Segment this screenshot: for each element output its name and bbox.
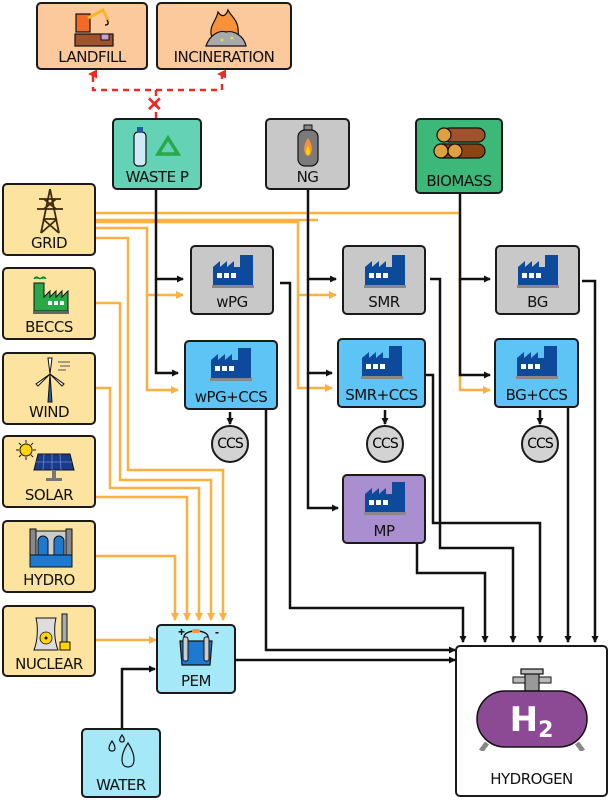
- power-pylon-icon: [37, 188, 63, 234]
- factory-icon: [517, 255, 559, 288]
- ccs-storage-bg: CCS: [521, 425, 559, 463]
- wpg-to-h2: [280, 281, 467, 643]
- grid-to-wpg-ccs: [96, 226, 179, 394]
- biomass-to-bg-ccs: [458, 279, 491, 379]
- energy-source-wind[interactable]: WIND: [2, 352, 96, 425]
- h2-letter: H: [509, 700, 539, 740]
- biomass-node[interactable]: BIOMASS: [415, 118, 503, 194]
- water-label: WATER: [96, 776, 146, 794]
- solar-to-pem: [96, 495, 191, 621]
- plant-bg[interactable]: BG: [495, 245, 580, 315]
- factory-icon: [210, 348, 252, 381]
- water-node[interactable]: WATER: [81, 728, 161, 798]
- wind-to-pem: [96, 386, 203, 621]
- water-to-pem: [120, 665, 156, 728]
- plant-bg-ccs[interactable]: BG+CCS: [494, 338, 579, 408]
- plant-wpg[interactable]: wPG: [190, 245, 274, 315]
- fire-waste-icon: [205, 8, 247, 47]
- water-drops-icon: [108, 733, 135, 768]
- natural-gas-node[interactable]: NG: [265, 118, 350, 190]
- electrolyzer-icon: [179, 629, 213, 666]
- smr-ccs-to-h2: [420, 373, 544, 643]
- avoided-disposal-flow: [88, 69, 226, 118]
- flow-to-landfill: [88, 69, 158, 118]
- landfill-label: LANDFILL: [58, 48, 126, 66]
- nuclear-plant-icon: [33, 613, 71, 651]
- energy-source-beccs[interactable]: BECCS: [2, 267, 96, 340]
- wastep-to-wpg-ccs: [154, 279, 179, 377]
- plant-smr-ccs[interactable]: SMR+CCS: [337, 338, 426, 408]
- factory-icon: [364, 255, 406, 288]
- energy-source-solar[interactable]: SOLAR: [2, 435, 96, 508]
- gas-cylinder-icon: [297, 124, 319, 167]
- waste-plastic-label: WASTE P: [125, 168, 189, 186]
- green-factory-icon: [33, 276, 69, 314]
- natural-gas-label: NG: [296, 168, 319, 186]
- wpg-ccs-to-h2: [264, 408, 456, 654]
- plant-label: PEM: [181, 672, 211, 690]
- wastep-to-wpg: [154, 188, 184, 283]
- pem-plus-terminal: +: [178, 625, 186, 639]
- hydro-dam-icon: [29, 528, 73, 568]
- energy-source-nuclear[interactable]: NUCLEAR: [2, 605, 96, 677]
- grid-to-smr-ccs: [96, 220, 333, 392]
- h2-subscript: 2: [538, 718, 554, 743]
- biomass-label: BIOMASS: [426, 172, 492, 190]
- plant-label: wPG+CCS: [194, 388, 268, 406]
- energy-source-label: BECCS: [25, 318, 73, 336]
- smr-to-h2: [430, 277, 517, 643]
- waste-plastic-node[interactable]: WASTE P: [112, 118, 202, 190]
- flow-to-incineration: [156, 69, 226, 92]
- ccs-storage-wpg: CCS: [211, 425, 249, 463]
- landfill-node[interactable]: LANDFILL: [36, 2, 148, 70]
- bg-to-h2: [582, 279, 599, 643]
- plant-label: SMR: [368, 293, 400, 311]
- plant-mp[interactable]: MP: [342, 474, 426, 544]
- energy-source-hydro[interactable]: HYDRO: [2, 520, 96, 593]
- plant-label: wPG: [216, 293, 248, 311]
- plant-label: SMR+CCS: [345, 386, 418, 404]
- hydrogen-tank-icon: [476, 668, 588, 751]
- plastic-bottle-recycle-icon: [133, 127, 182, 167]
- hydrogen-node[interactable]: H2 HYDROGEN: [455, 645, 608, 797]
- ccs-storage-smr: CCS: [366, 425, 404, 463]
- factory-icon: [361, 346, 403, 379]
- energy-source-label: GRID: [30, 234, 68, 252]
- energy-source-grid[interactable]: GRID: [2, 183, 96, 256]
- plant-pem[interactable]: + - PEM: [156, 624, 236, 694]
- factory-icon: [516, 346, 558, 379]
- plant-label: MP: [373, 522, 396, 540]
- incineration-label: INCINERATION: [173, 48, 275, 66]
- blocked-disposal-marker: ✕: [146, 94, 163, 116]
- ng-to-mp: [306, 373, 339, 512]
- wind-turbine-icon: [35, 357, 70, 403]
- factory-icon: [212, 255, 254, 288]
- hydrogen-symbol: H2: [457, 703, 606, 742]
- solar-panel-icon: [16, 440, 75, 481]
- hydro-to-pem: [96, 554, 179, 621]
- factory-icon: [364, 482, 406, 515]
- energy-source-label: HYDRO: [23, 571, 75, 589]
- energy-source-label: WIND: [28, 403, 70, 421]
- grid-to-pem: [96, 236, 227, 621]
- wood-logs-icon: [433, 127, 486, 159]
- beccs-to-pem: [96, 301, 215, 621]
- energy-source-label: NUCLEAR: [15, 655, 83, 673]
- material-flows: [120, 188, 599, 728]
- hydrogen-label: HYDROGEN: [490, 770, 573, 788]
- energy-source-label: SOLAR: [24, 486, 74, 504]
- pem-minus-terminal: -: [215, 625, 219, 639]
- plant-wpg-ccs[interactable]: wPG+CCS: [184, 340, 278, 410]
- ng-to-smr-ccs: [306, 279, 333, 377]
- biomass-to-bg: [458, 193, 491, 283]
- plant-label: BG+CCS: [505, 386, 568, 404]
- plant-smr[interactable]: SMR: [342, 245, 426, 315]
- incineration-node[interactable]: INCINERATION: [156, 2, 292, 70]
- mp-to-h2: [415, 543, 489, 643]
- ng-to-smr: [306, 188, 337, 283]
- excavator-landfill-icon: [74, 8, 114, 47]
- plant-label: BG: [527, 293, 548, 311]
